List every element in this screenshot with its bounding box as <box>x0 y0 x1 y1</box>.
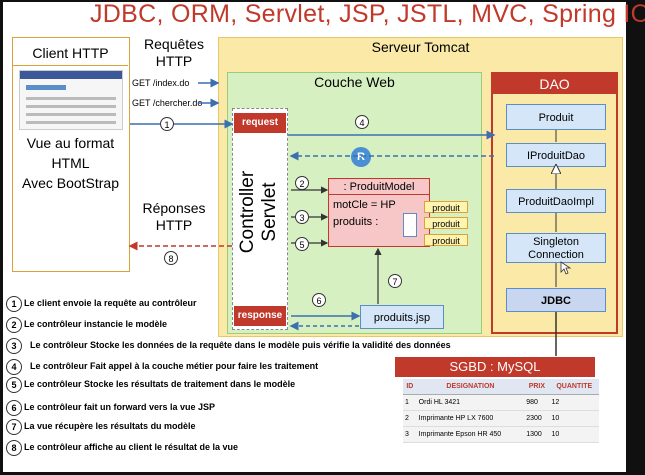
responses-label-line: HTTP <box>155 217 193 233</box>
table-cell: 1300 <box>524 426 550 443</box>
table-cell: 980 <box>524 394 550 411</box>
step-number: 3 <box>6 338 22 354</box>
step-number: 8 <box>6 440 22 456</box>
step-text: Le contrôleur Stocke les données de la r… <box>30 340 451 350</box>
table-row: 3 Imprimante Epson HR 450 1300 10 <box>403 426 599 443</box>
browser-line <box>26 105 116 108</box>
get-index-label: GET /index.do <box>132 78 190 88</box>
step-text: Le contrôleur Stocke les résultats de tr… <box>24 379 296 389</box>
requests-label-line: Requêtes <box>144 36 204 52</box>
client-http-box: Client HTTP Vue au format HTML Avec Boot… <box>12 37 130 272</box>
sgbd-title: SGBD : MySQL <box>395 357 595 377</box>
diagram-num-3: 3 <box>295 210 309 224</box>
diagram-num-8: 8 <box>164 251 178 265</box>
diagram-num-1: 1 <box>160 117 174 131</box>
step-number: 1 <box>6 296 22 312</box>
table-header: QUANTITE <box>549 379 599 395</box>
table-cell: Imprimante HP LX 7600 <box>416 410 525 427</box>
table-row: 1 Ordi HL 3421 980 12 <box>403 394 599 411</box>
step-text: Le client envoie la requête au contrôleu… <box>24 298 197 308</box>
table-cell: 1 <box>403 394 417 411</box>
diagram-num-5: 5 <box>295 237 309 251</box>
client-text-line: HTML <box>51 155 90 171</box>
produit-chip: produit <box>424 201 468 213</box>
step-text: La vue récupère les résultats du modèle <box>24 421 196 431</box>
dao-iproduitdao: IProduitDao <box>506 143 606 167</box>
table-row: 2 Imprimante HP LX 7600 2300 10 <box>403 410 599 427</box>
responses-label: Réponses HTTP <box>134 200 214 234</box>
tomcat-title: Serveur Tomcat <box>371 39 470 55</box>
model-field-motcle: motCle = HP <box>333 199 396 211</box>
table-cell: 10 <box>549 410 599 427</box>
dao-produit: Produit <box>506 104 606 130</box>
table-cell: 2 <box>403 410 417 427</box>
dao-jdbc: JDBC <box>506 288 606 312</box>
step-number: 4 <box>6 359 22 375</box>
table-cell: Imprimante Epson HR 450 <box>416 426 525 443</box>
client-http-title: Client HTTP <box>13 40 128 66</box>
table-cell: Ordi HL 3421 <box>416 394 525 411</box>
produit-chip: produit <box>424 217 468 229</box>
browser-form <box>26 85 66 90</box>
client-text-line: Avec BootStrap <box>21 175 120 191</box>
requests-label-line: HTTP <box>155 53 193 69</box>
dao-produitdaoimpl: ProduitDaoImpl <box>506 189 606 213</box>
step-text: Le contrôleur Fait appel à la couche mét… <box>30 361 319 371</box>
web-layer-title: Couche Web <box>314 74 395 90</box>
table-header: DESIGNATION <box>416 379 525 395</box>
dao-singleton-connection: Singleton Connection <box>506 233 606 263</box>
diagram-num-4: 4 <box>355 115 369 129</box>
browser-line <box>26 113 116 116</box>
table-cell: 10 <box>549 426 599 443</box>
controller-servlet-box <box>232 108 288 330</box>
table-cell: 2300 <box>524 410 550 427</box>
produits-list-box <box>403 213 417 237</box>
browser-line <box>26 97 116 100</box>
step-number: 2 <box>6 317 22 333</box>
browser-line <box>26 121 116 124</box>
table-header: PRIX <box>524 379 550 395</box>
requests-label: Requêtes HTTP <box>134 36 214 70</box>
produit-chip: produit <box>424 234 468 246</box>
step-text: Le contrôleur instancie le modèle <box>24 319 168 329</box>
diagram-num-7: 7 <box>388 274 402 288</box>
browser-thumbnail <box>19 70 123 130</box>
step-number: 6 <box>6 400 22 416</box>
produits-jsp-box: produits.jsp <box>360 305 444 329</box>
step-text: Le contrôleur affiche au client le résul… <box>24 442 239 452</box>
client-view-text: Vue au format HTML Avec BootStrap <box>13 133 128 193</box>
table-cell: 3 <box>403 426 417 443</box>
responses-label-line: Réponses <box>142 200 206 216</box>
produit-model-box: : ProduitModel motCle = HP produits : <box>328 178 430 247</box>
page-title: JDBC, ORM, Servlet, JSP, JSTL, MVC, Spri… <box>90 0 645 28</box>
client-text-line: Vue au format <box>26 135 115 151</box>
model-title: : ProduitModel <box>329 179 429 195</box>
mouse-cursor-icon <box>560 261 572 275</box>
request-tag: request <box>234 113 286 133</box>
step-text: Le contrôleur fait un forward vers la vu… <box>24 402 216 412</box>
browser-navbar <box>20 71 122 79</box>
table-header: ID <box>403 379 417 395</box>
step-number: 5 <box>6 377 22 393</box>
diagram-num-6: 6 <box>312 293 326 307</box>
model-field-produits: produits : <box>333 216 379 228</box>
table-cell: 12 <box>549 394 599 411</box>
diagram-num-2: 2 <box>295 176 309 190</box>
sgbd-table: ID DESIGNATION PRIX QUANTITE 1 Ordi HL 3… <box>403 379 599 443</box>
get-chercher-label: GET /chercher.do <box>132 98 203 108</box>
step-number: 7 <box>6 419 22 435</box>
r-circle: R <box>351 147 371 167</box>
response-tag: response <box>234 306 286 326</box>
dao-title: DAO <box>491 74 618 94</box>
